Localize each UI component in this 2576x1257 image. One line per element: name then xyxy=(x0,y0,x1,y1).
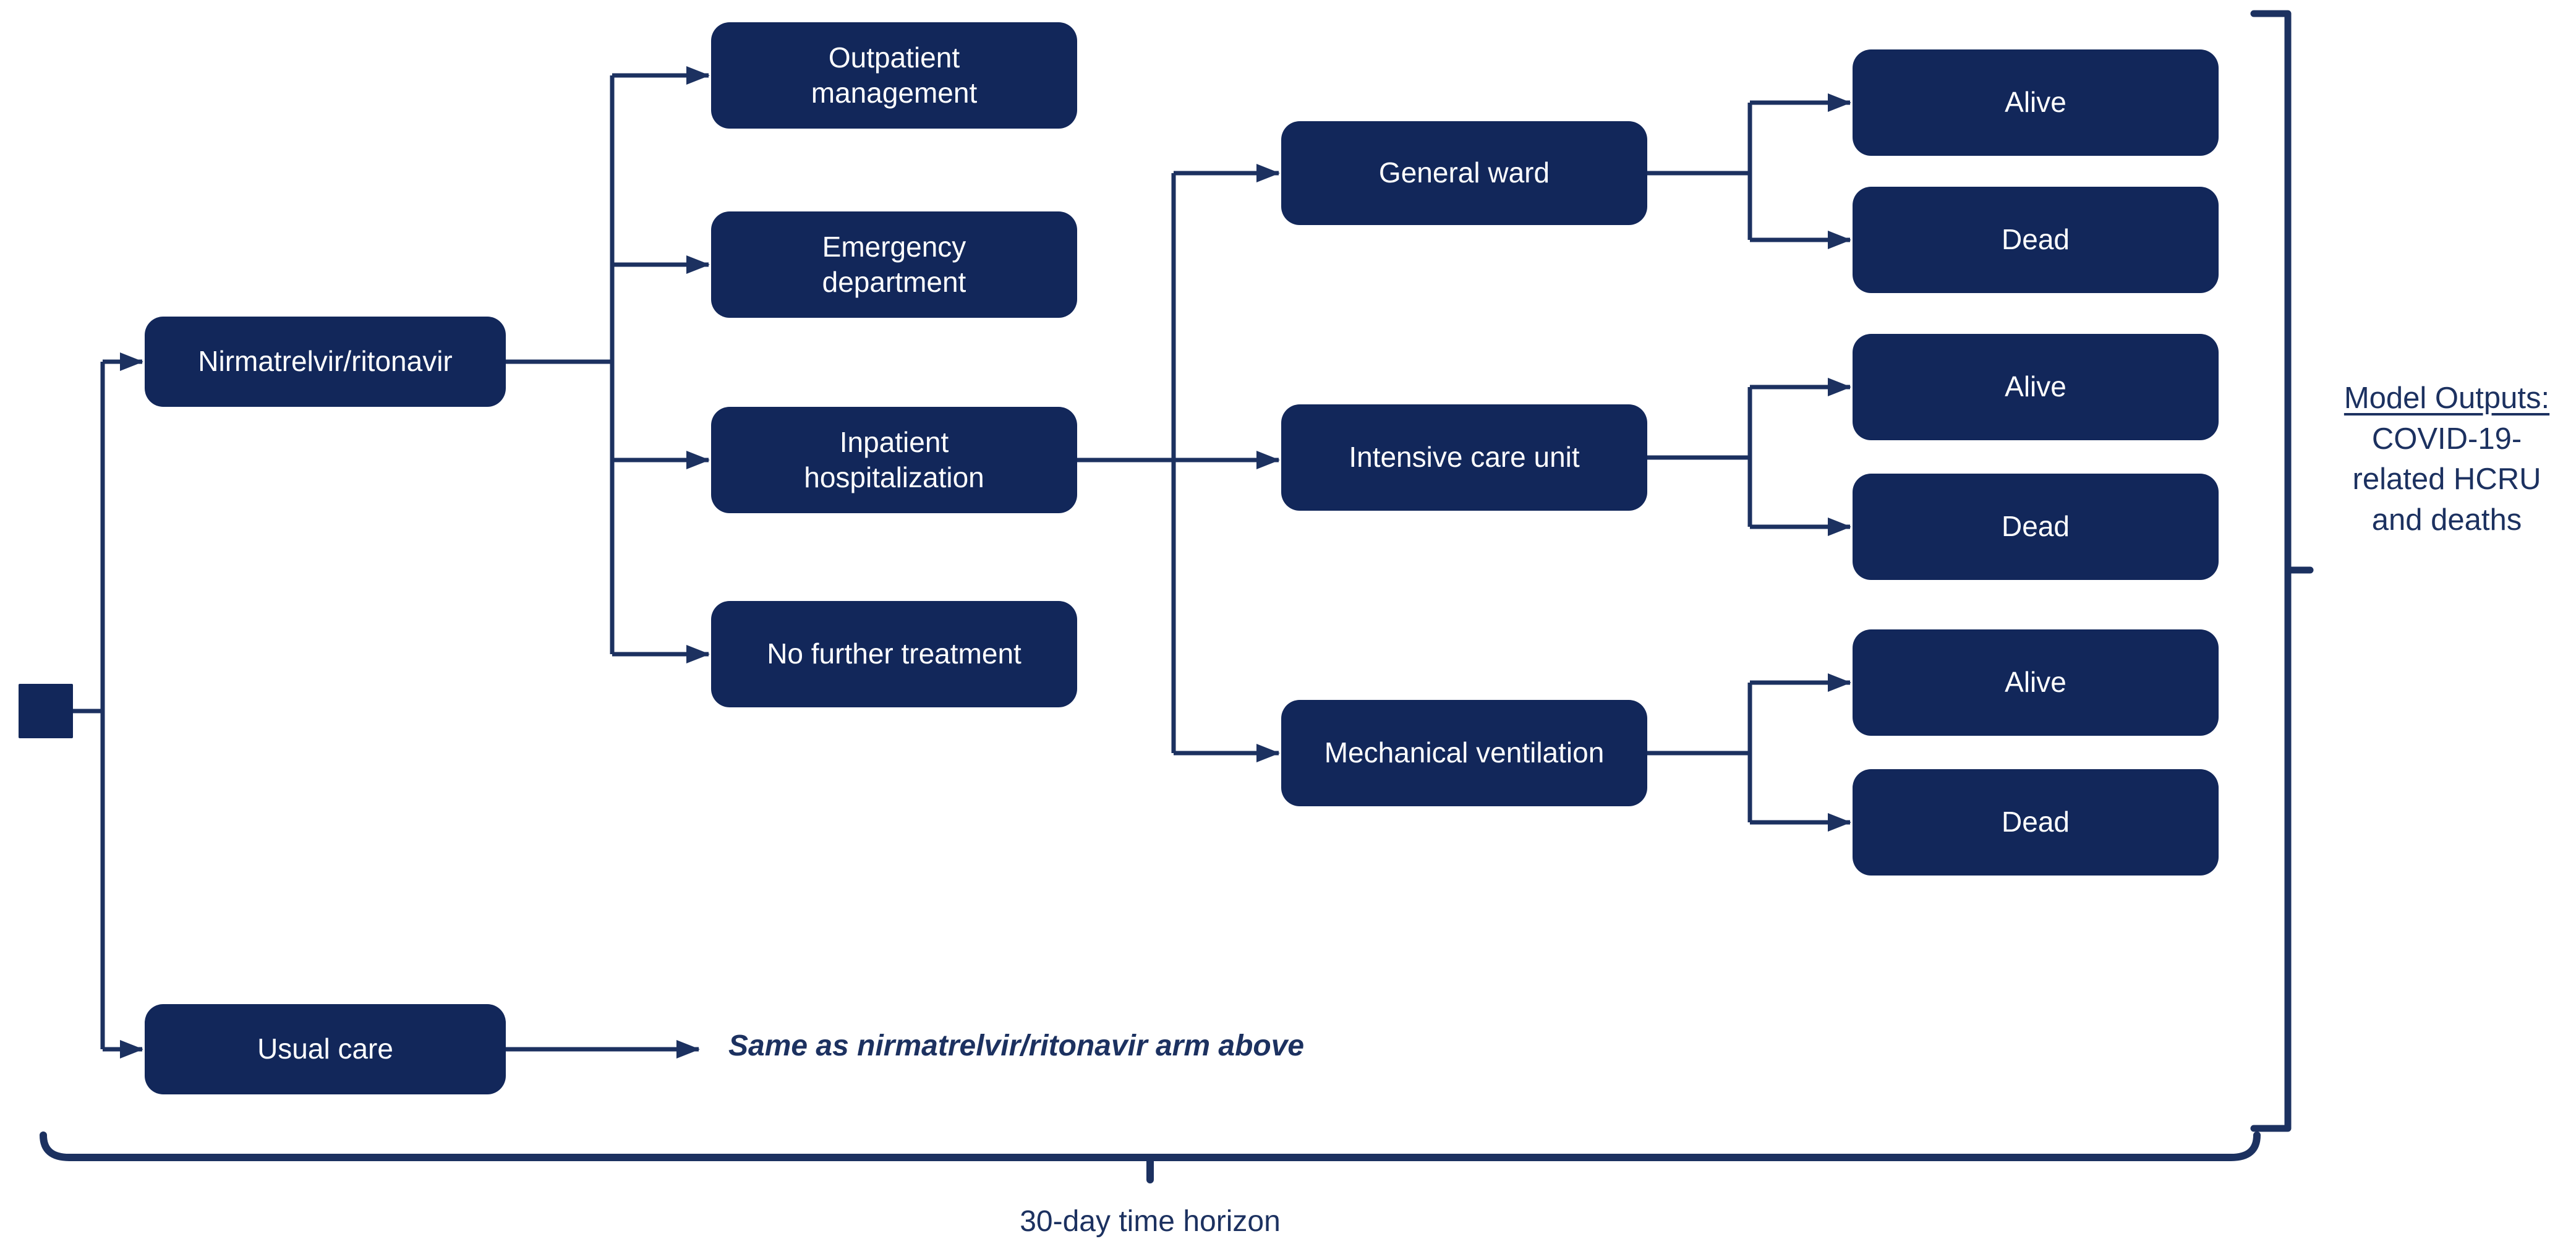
node-label: Inpatient hospitalization xyxy=(804,425,984,494)
node-label: Alive xyxy=(2005,666,2066,699)
node-label: Intensive care unit xyxy=(1349,441,1580,474)
node-outcome-dead-general-ward: Dead xyxy=(1853,187,2219,293)
node-mechanical-ventilation: Mechanical ventilation xyxy=(1281,700,1647,806)
node-label: General ward xyxy=(1378,156,1550,189)
entry-node xyxy=(19,684,73,738)
node-label: Emergency department xyxy=(822,230,966,299)
node-label: Dead xyxy=(2002,223,2070,256)
node-label: Dead xyxy=(2002,510,2070,543)
node-outpatient-management: Outpatient management xyxy=(711,22,1077,129)
node-label: Outpatient management xyxy=(811,41,978,109)
node-nirmatrelvir-ritonavir: Nirmatrelvir/ritonavir xyxy=(145,317,506,407)
model-outputs-label: Model Outputs: COVID-19- related HCRU an… xyxy=(2318,378,2576,541)
node-label: Alive xyxy=(2005,370,2066,403)
node-general-ward: General ward xyxy=(1281,121,1647,225)
node-label: Usual care xyxy=(257,1033,393,1065)
node-outcome-dead-ventilation: Dead xyxy=(1853,769,2219,876)
node-label: Dead xyxy=(2002,806,2070,838)
model-outputs-body: COVID-19- related HCRU and deaths xyxy=(2352,422,2541,537)
node-label: Mechanical ventilation xyxy=(1324,736,1605,769)
node-label: Alive xyxy=(2005,86,2066,119)
node-usual-care: Usual care xyxy=(145,1004,506,1094)
time-horizon-label: 30-day time horizon xyxy=(1020,1205,1281,1238)
node-outcome-dead-icu: Dead xyxy=(1853,474,2219,580)
node-outcome-alive-icu: Alive xyxy=(1853,334,2219,440)
usual-care-note: Same as nirmatrelvir/ritonavir arm above xyxy=(728,1029,1305,1062)
model-outputs-bracket xyxy=(2250,10,2314,1132)
node-intensive-care-unit: Intensive care unit xyxy=(1281,404,1647,511)
node-outcome-alive-general-ward: Alive xyxy=(1853,49,2219,156)
model-outputs-heading: Model Outputs: xyxy=(2344,381,2550,415)
node-inpatient-hospitalization: Inpatient hospitalization xyxy=(711,407,1077,513)
time-horizon-brace xyxy=(40,1131,2261,1183)
node-no-further-treatment: No further treatment xyxy=(711,601,1077,707)
node-emergency-department: Emergency department xyxy=(711,211,1077,318)
node-outcome-alive-ventilation: Alive xyxy=(1853,629,2219,736)
node-label: Nirmatrelvir/ritonavir xyxy=(198,345,453,378)
node-label: No further treatment xyxy=(767,637,1021,670)
